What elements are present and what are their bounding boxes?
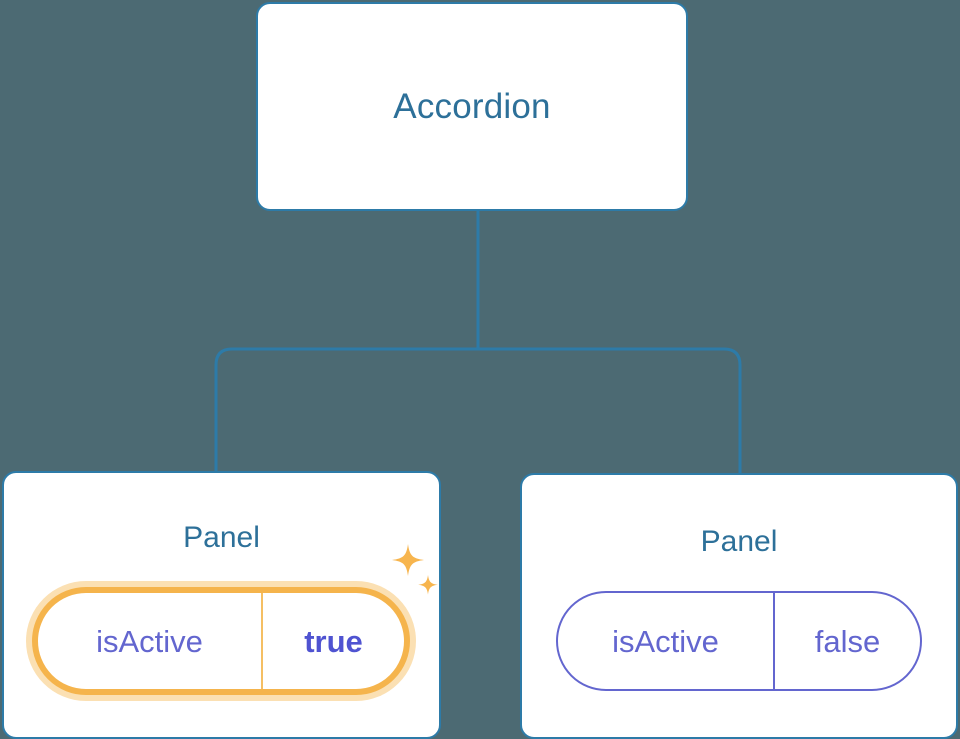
node-accordion-label: Accordion [393,87,551,126]
prop-key-cell: isActive [558,593,773,689]
prop-pill-isactive-true[interactable]: isActive true [32,587,410,695]
prop-key-label: isActive [96,623,203,659]
prop-pill-isactive-false[interactable]: isActive false [556,591,922,691]
prop-value-label: false [814,623,881,659]
prop-value-cell: true [261,593,404,689]
connector-bus [214,347,742,474]
prop-key-label: isActive [612,623,719,659]
node-panel-inactive-label: Panel [700,525,778,558]
prop-value-label: true [304,623,363,659]
prop-key-cell: isActive [38,593,261,689]
node-accordion[interactable]: Accordion [256,2,688,211]
node-panel-active-label: Panel [183,521,260,554]
prop-value-cell: false [773,593,920,689]
